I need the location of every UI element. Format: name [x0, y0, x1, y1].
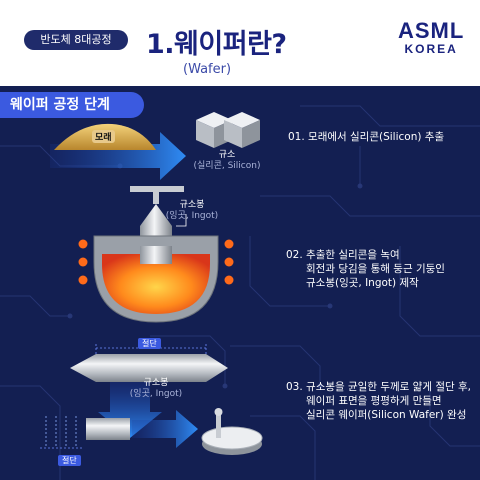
cut-label-top: 절단	[138, 338, 161, 349]
section-title: 웨이퍼 공정 단계	[0, 92, 144, 118]
step1-description: 모래에서 실리콘(Silicon) 추출	[308, 131, 445, 143]
ingot-pointer	[176, 214, 187, 227]
ingot-label-step2-detail: (잉곳, Ingot)	[165, 211, 219, 221]
puller-bar	[130, 186, 184, 192]
step1-graphic	[40, 112, 263, 455]
horizontal-ingot-left-cone	[70, 354, 96, 382]
ingot-label-step2-main: 규소봉	[179, 200, 205, 210]
ingot-label-step3-main: 규소봉	[143, 378, 169, 388]
step3-number: 03.	[286, 381, 303, 393]
logo-sub-text: KOREA	[404, 42, 458, 56]
puller-rod	[153, 192, 159, 204]
cut-label-bottom: 절단	[58, 455, 81, 466]
heater-dots	[78, 239, 234, 285]
step2-number: 02.	[286, 249, 303, 261]
ingot-label-step3: 규소봉 (잉곳, Ingot)	[124, 378, 188, 400]
horizontal-ingot	[96, 354, 206, 382]
step1-text: 01. 모래에서 실리콘(Silicon) 추출	[288, 130, 444, 144]
logo-main-text: ASML	[398, 18, 465, 43]
page-subtitle: (Wafer)	[183, 62, 232, 77]
page-title: 1.웨이퍼란?	[146, 29, 287, 60]
silicon-label-detail: (실리콘, Silicon)	[193, 161, 261, 171]
ingot-label-step3-detail: (잉곳, Ingot)	[129, 389, 183, 399]
horizontal-ingot-right-cone	[206, 354, 228, 382]
step3-line2: 웨이퍼 표면을 평평하게 만들면	[306, 395, 442, 407]
silicon-cubes	[196, 112, 260, 148]
step2-text: 02. 추출한 실리콘을 녹여 회전과 당김을 통해 둥근 기둥인 규소봉(잉곳…	[286, 248, 445, 290]
step1-number: 01.	[288, 131, 305, 143]
step2-line2: 회전과 당김을 통해 둥근 기둥인	[306, 263, 445, 275]
step3-line1: 규소봉을 균일한 두께로 얇게 절단 후,	[306, 381, 471, 393]
step2-line1: 추출한 실리콘을 녹여	[306, 249, 400, 261]
step3-text: 03. 규소봉을 균일한 두께로 얇게 절단 후, 웨이퍼 표면을 평평하게 만…	[286, 380, 471, 422]
sand-label: 모래	[92, 130, 115, 143]
ingot-label-step2: 규소봉 (잉곳, Ingot)	[164, 200, 220, 222]
crucible-melt	[102, 254, 210, 314]
silicon-label: 규소 (실리콘, Silicon)	[192, 150, 262, 172]
asml-korea-logo: ASML KOREA	[398, 18, 465, 57]
header: 반도체 8대공정 1.웨이퍼란? (Wafer) ASML KOREA	[0, 0, 480, 86]
category-badge: 반도체 8대공정	[24, 30, 128, 50]
step2-line3: 규소봉(잉곳, Ingot) 제작	[306, 277, 419, 289]
sliced-ingot	[86, 418, 130, 440]
silicon-label-main: 규소	[218, 150, 236, 160]
step3-right-arrow	[132, 410, 198, 448]
ingot-cone	[140, 204, 172, 226]
step3-line3: 실리콘 웨이퍼(Silicon Wafer) 완성	[306, 409, 467, 421]
silicon-wafer	[201, 408, 263, 455]
process-panel: 웨이퍼 공정 단계	[0, 86, 480, 480]
